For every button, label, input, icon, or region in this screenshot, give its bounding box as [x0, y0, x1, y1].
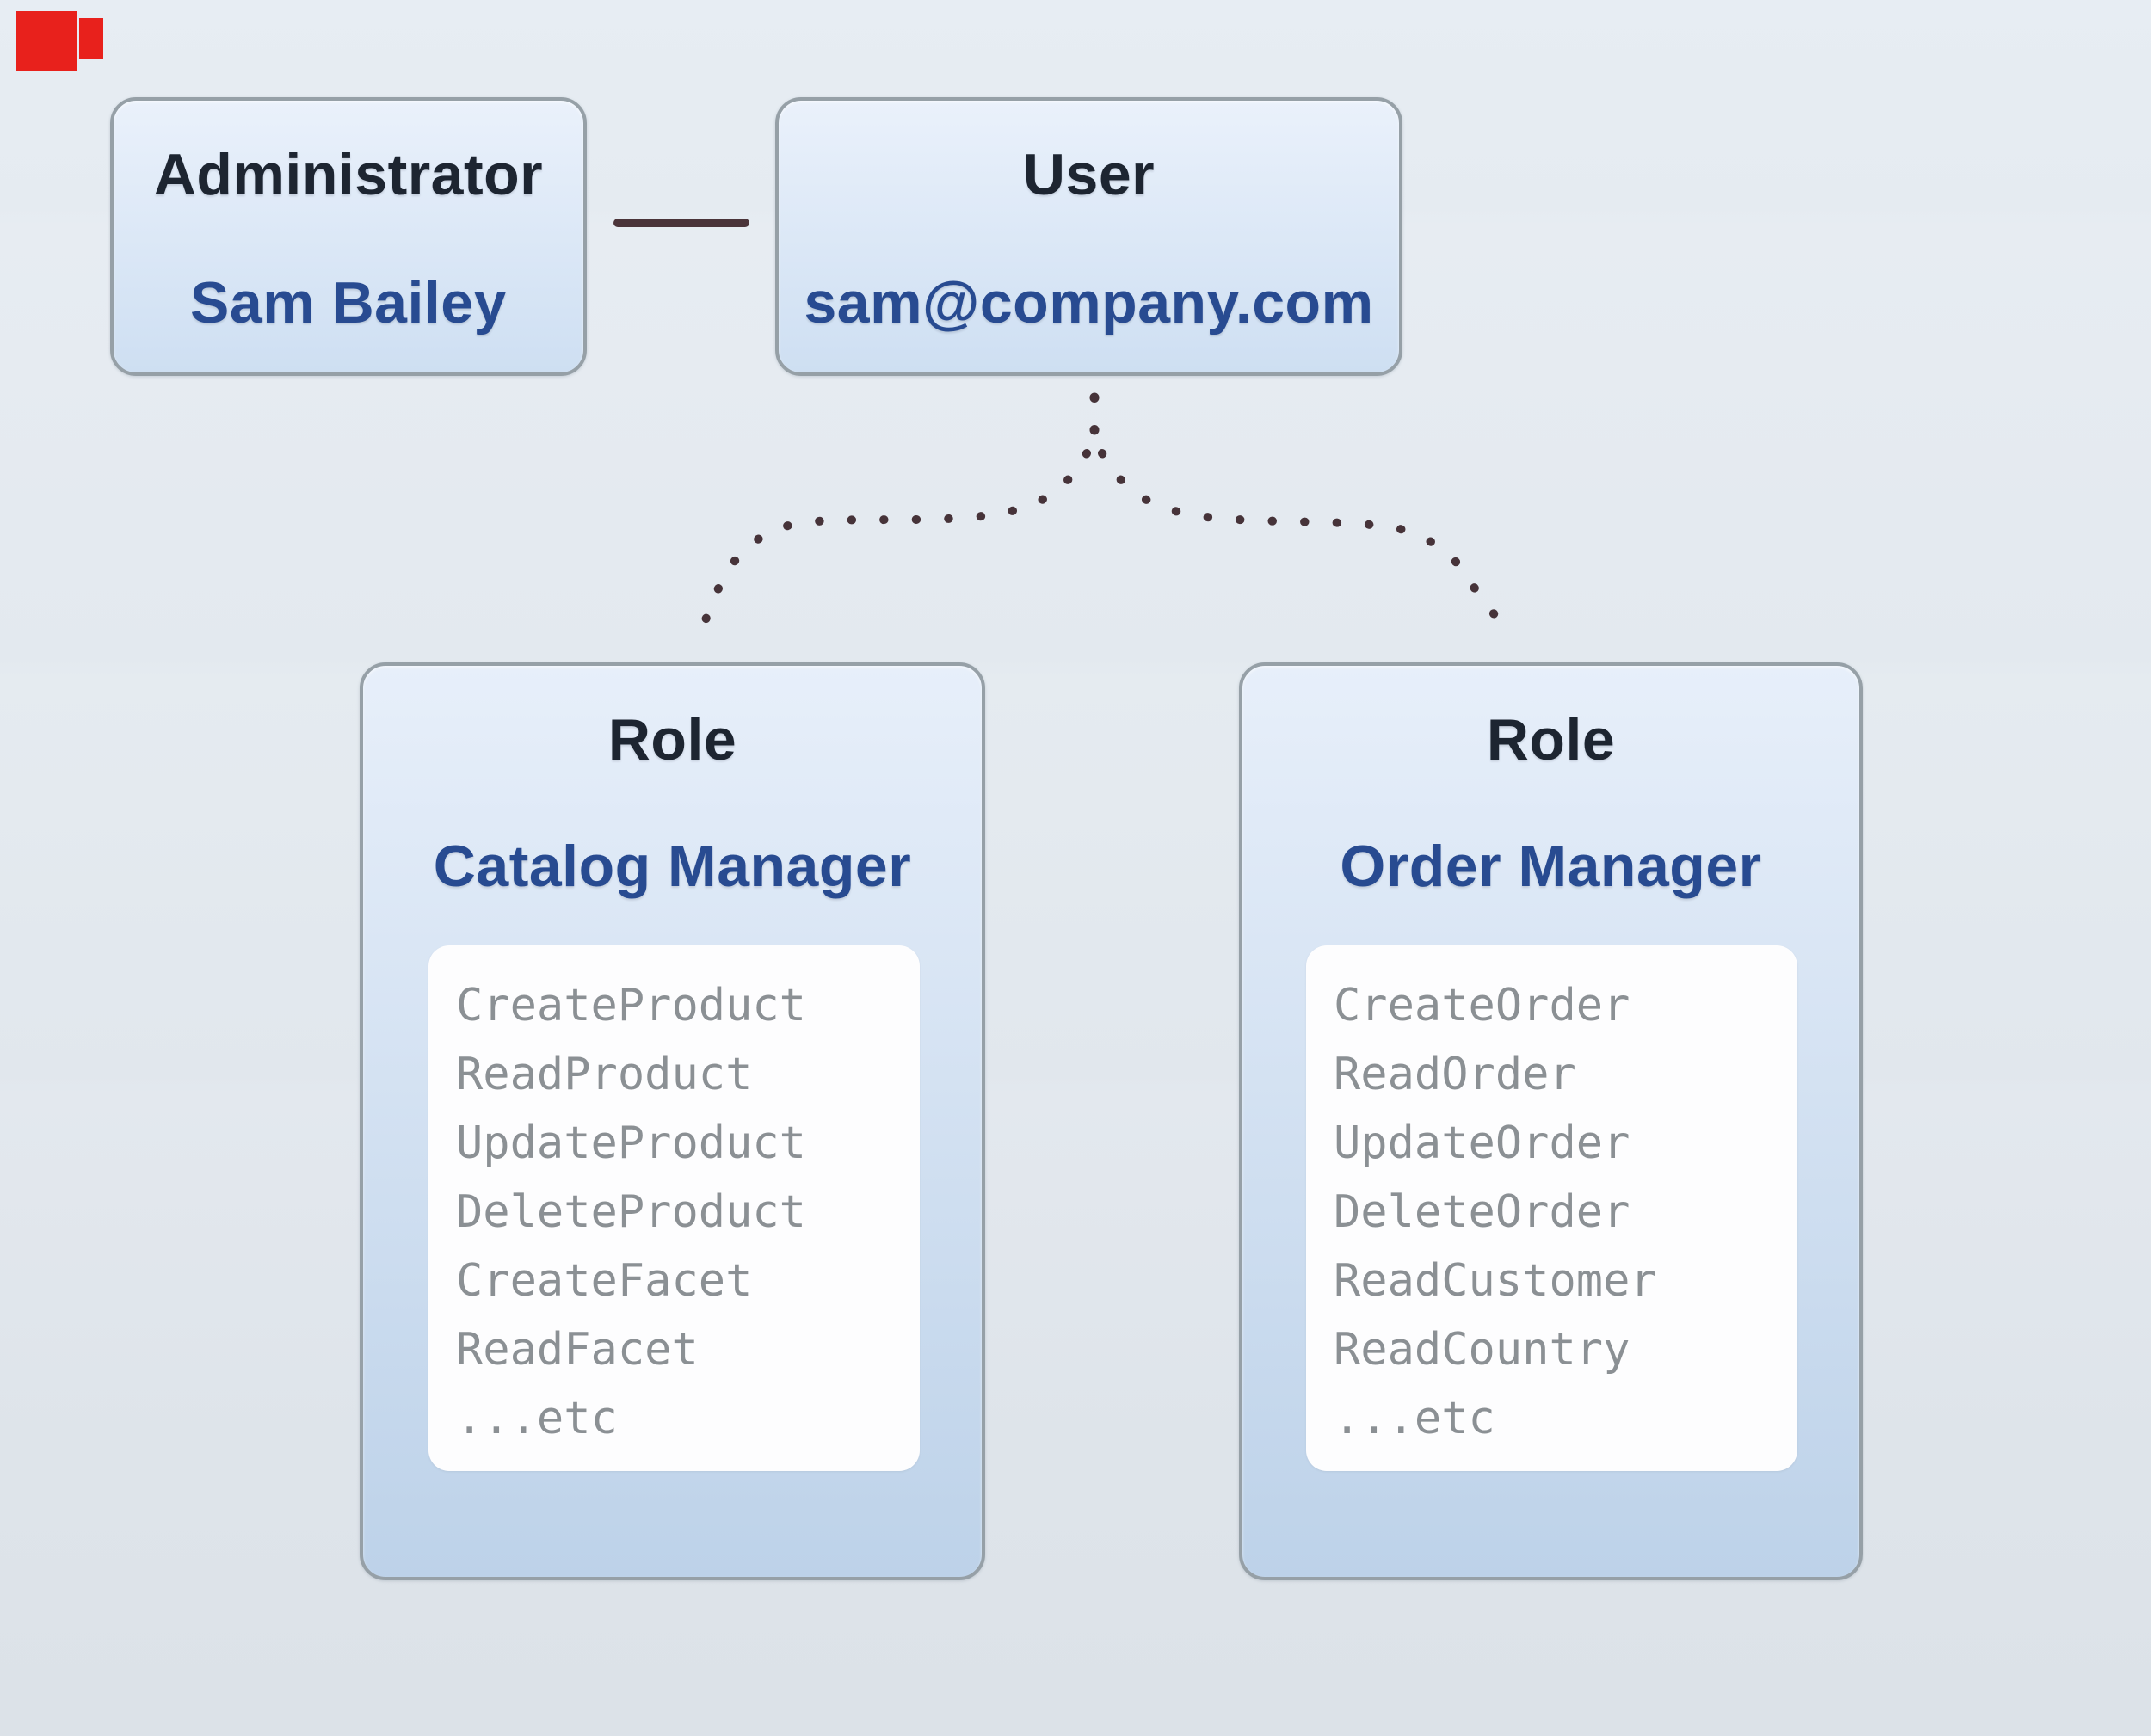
permission-item: ReadCountry — [1334, 1324, 1630, 1376]
permission-item: CreateOrder — [1334, 980, 1630, 1031]
permissions-list-order: CreateOrder ReadOrder UpdateOrder Delete… — [1306, 945, 1797, 1471]
permission-item: DeleteProduct — [456, 1186, 806, 1238]
role-title: Role — [1486, 707, 1616, 773]
permission-item: UpdateOrder — [1334, 1117, 1630, 1169]
role-name-catalog-manager: Catalog Manager — [433, 834, 912, 899]
permission-item: ReadOrder — [1334, 1049, 1576, 1100]
dotted-branch-left — [700, 449, 1091, 631]
permission-item: DeleteOrder — [1334, 1186, 1630, 1238]
user-email: sam@company.com — [804, 270, 1374, 336]
node-role-order-manager: Role Order Manager CreateOrder ReadOrder… — [1239, 662, 1863, 1580]
permission-item: CreateFacet — [456, 1255, 753, 1307]
recording-indicator-square — [16, 11, 77, 71]
role-title: Role — [607, 707, 737, 773]
node-user: User sam@company.com — [775, 97, 1402, 376]
administrator-name: Sam Bailey — [190, 270, 507, 336]
role-name-order-manager: Order Manager — [1340, 834, 1762, 899]
permission-item: UpdateProduct — [456, 1117, 806, 1169]
permission-item: CreateProduct — [456, 980, 806, 1031]
permission-item: ReadProduct — [456, 1049, 753, 1100]
permission-item: ...etc — [1334, 1393, 1495, 1444]
administrator-title: Administrator — [153, 142, 544, 207]
node-role-catalog-manager: Role Catalog Manager CreateProduct ReadP… — [360, 662, 985, 1580]
recording-indicator-mark — [79, 18, 103, 59]
permission-item: ...etc — [456, 1393, 618, 1444]
permission-item: ReadCustomer — [1334, 1255, 1657, 1307]
permission-item: ReadFacet — [456, 1324, 699, 1376]
recording-indicator — [16, 11, 111, 76]
permissions-list-catalog: CreateProduct ReadProduct UpdateProduct … — [428, 945, 920, 1471]
dotted-branch-right — [1098, 449, 1509, 632]
admin-user-connector-line — [613, 219, 749, 227]
node-administrator: Administrator Sam Bailey — [110, 97, 587, 376]
user-title: User — [1022, 142, 1156, 207]
